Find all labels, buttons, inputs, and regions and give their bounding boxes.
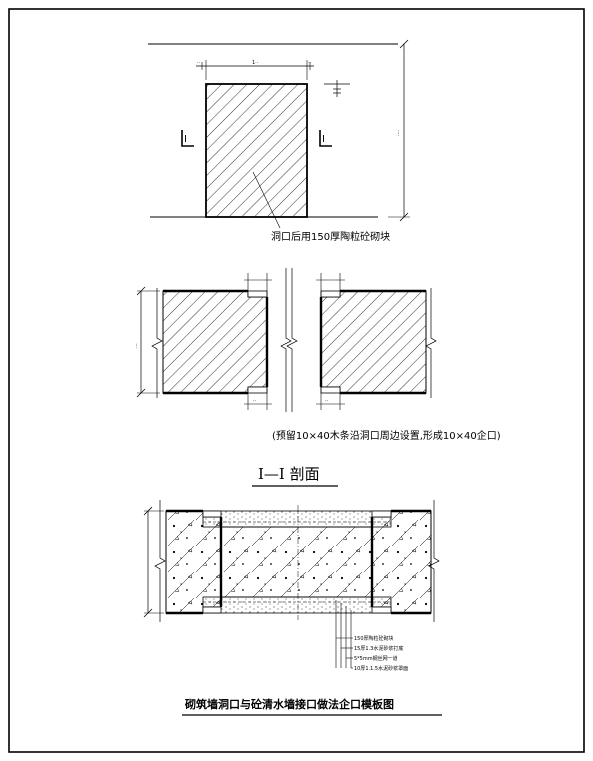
groove-strip-left-top <box>247 290 268 298</box>
section-title: I—I 剖面 <box>258 465 320 483</box>
elevation-view: 1·· ·· ·· I I ···· 洞口后用150厚陶 <box>148 39 410 243</box>
wall-thickness-dimension: ··· <box>134 286 160 398</box>
plan-wall-left <box>162 290 268 394</box>
plaster-layer-bottom <box>202 596 392 614</box>
groove-strip-right-bottom <box>320 386 341 394</box>
section-mark-left: I <box>181 130 194 147</box>
plan-note: (预留10×40木条沿洞口周边设置,形成10×40企口) <box>272 429 501 442</box>
elevation-leader <box>252 171 281 229</box>
section-view: 150厚陶粒砼砌块 15厚1.3水泥砂浆打底 5*5mm钢丝网一道 10厚1.1… <box>143 500 440 672</box>
section-break-right <box>428 500 440 622</box>
level-marker <box>324 80 350 97</box>
groove-strip-left-bottom <box>247 386 268 394</box>
layer-leaders <box>335 600 353 669</box>
wall-thickness-label: ··· <box>134 343 140 348</box>
groove-right-label: ·· <box>325 398 329 404</box>
height-label: ···· <box>396 129 402 136</box>
groove-strip-section-left-top <box>202 510 222 518</box>
plan-view: ··· ·· ·· (预留10×40木条沿洞口周边设置,形成10×40企口) <box>134 268 501 442</box>
break-line-left <box>151 288 163 398</box>
section-thickness-dimension <box>143 506 164 618</box>
groove-dimension-bottom <box>244 387 345 410</box>
opening-width-label: 1·· <box>252 60 259 66</box>
opening-infill <box>205 83 308 218</box>
svg-text:I: I <box>322 134 325 145</box>
svg-text:I: I <box>184 134 187 145</box>
section-infill-block <box>220 526 373 598</box>
groove-strip-right-top <box>320 290 341 298</box>
opening-width-dimension: 1·· ·· ·· <box>196 60 314 80</box>
edge-left-label: ·· <box>197 60 201 66</box>
break-line-right <box>425 288 437 398</box>
groove-strip-section-left-bottom <box>202 606 222 614</box>
layer-label-4: 10厚1.1.5水泥砂浆罩面 <box>354 665 408 672</box>
section-break-left <box>154 500 166 622</box>
layer-label-1: 150厚陶粒砼砌块 <box>354 635 394 642</box>
groove-left-label: ·· <box>253 398 257 404</box>
groove-dimension-top <box>244 273 345 297</box>
section-mark-right: I <box>319 130 332 147</box>
height-dimension: ···· <box>388 39 410 222</box>
groove-strip-section-right-bottom <box>371 606 392 614</box>
layer-label-2: 15厚1.3水泥砂浆打底 <box>354 645 403 652</box>
drawing-title: 砌筑墙洞口与砼清水墙接口做法企口模板图 <box>184 697 394 711</box>
groove-strip-section-right-top <box>371 510 392 518</box>
layer-label-3: 5*5mm钢丝网一道 <box>354 655 398 662</box>
elevation-note: 洞口后用150厚陶粒砼砌块 <box>271 230 390 243</box>
break-line-center <box>280 268 298 412</box>
plan-wall-right <box>320 290 427 394</box>
plaster-layer-top <box>202 510 392 528</box>
edge-right-label: ·· <box>308 60 312 66</box>
page-border <box>8 8 585 753</box>
